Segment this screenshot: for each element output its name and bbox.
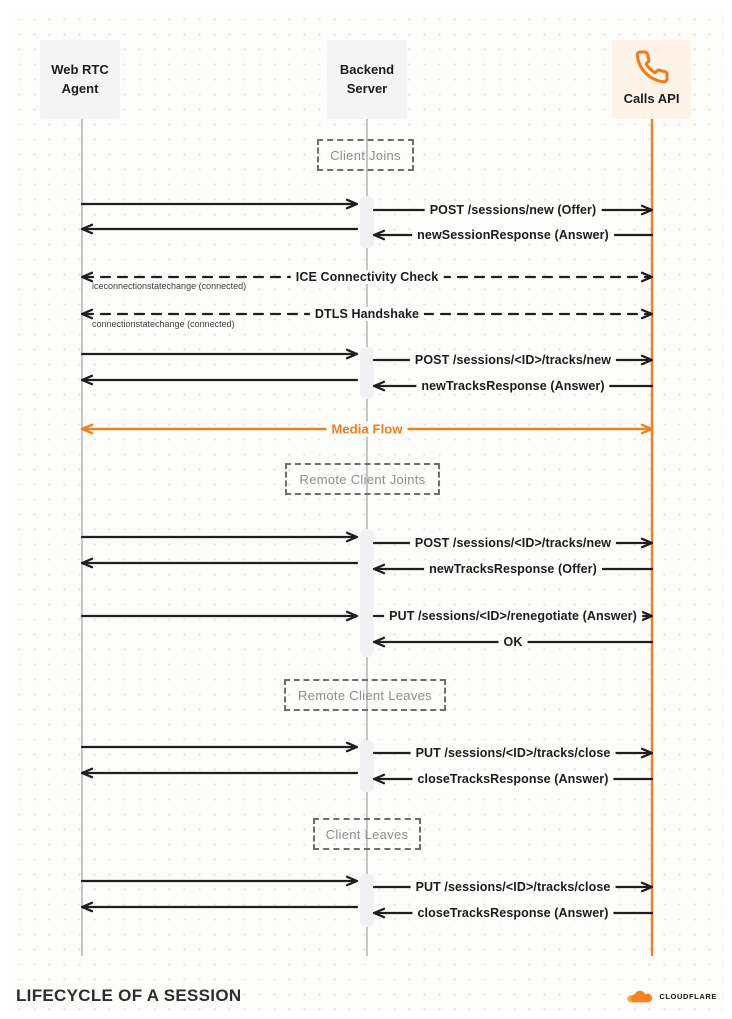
section-remote-client-leaves: Remote Client Leaves (284, 679, 446, 711)
diagram-title: LIFECYCLE OF A SESSION (16, 986, 242, 1005)
message-label: OK (498, 635, 528, 649)
message-label-media-flow: Media Flow (326, 421, 408, 437)
actor-label: Calls API (623, 91, 680, 106)
event-sublabel: iceconnectionstatechange (connected) (92, 281, 247, 291)
section-label: Remote Client Joints (299, 471, 426, 487)
section-remote-client-joints: Remote Client Joints (285, 463, 440, 495)
actor-label: Backend Server (339, 61, 395, 96)
section-client-leaves: Client Leaves (313, 818, 421, 850)
cloudflare-wordmark: CLOUDFLARE (659, 991, 717, 1001)
section-client-joins: Client Joins (317, 139, 414, 171)
message-label: newSessionResponse (Answer) (412, 228, 614, 242)
message-label: PUT /sessions/<ID>/renegotiate (Answer) (384, 609, 642, 623)
message-label: POST /sessions/new (Offer) (424, 203, 602, 217)
actor-backend-server: Backend Server (327, 40, 407, 119)
message-label: DTLS Handshake (309, 307, 425, 321)
message-label: POST /sessions/<ID>/tracks/new (409, 353, 617, 367)
message-label: PUT /sessions/<ID>/tracks/close (410, 880, 616, 894)
message-label: newTracksResponse (Answer) (416, 379, 610, 393)
cloudflare-cloud-icon (627, 990, 653, 1003)
event-sublabel: connectionstatechange (connected) (92, 319, 235, 329)
message-label: closeTracksResponse (Answer) (412, 906, 614, 920)
message-label: POST /sessions/<ID>/tracks/new (409, 536, 617, 550)
message-label: newTracksResponse (Offer) (424, 562, 602, 576)
section-label: Remote Client Leaves (298, 687, 432, 703)
message-label: ICE Connectivity Check (290, 270, 444, 284)
message-label: PUT /sessions/<ID>/tracks/close (410, 746, 616, 760)
actor-webrtc-agent: Web RTC Agent (40, 40, 120, 119)
actor-calls-api: Calls API (612, 40, 691, 119)
cloudflare-logo: CLOUDFLARE (624, 988, 717, 1004)
section-label: Client Joins (330, 147, 401, 163)
phone-icon (635, 50, 669, 84)
message-label: closeTracksResponse (Answer) (412, 772, 614, 786)
actor-label: Web RTC Agent (51, 61, 109, 96)
section-label: Client Leaves (325, 826, 409, 842)
